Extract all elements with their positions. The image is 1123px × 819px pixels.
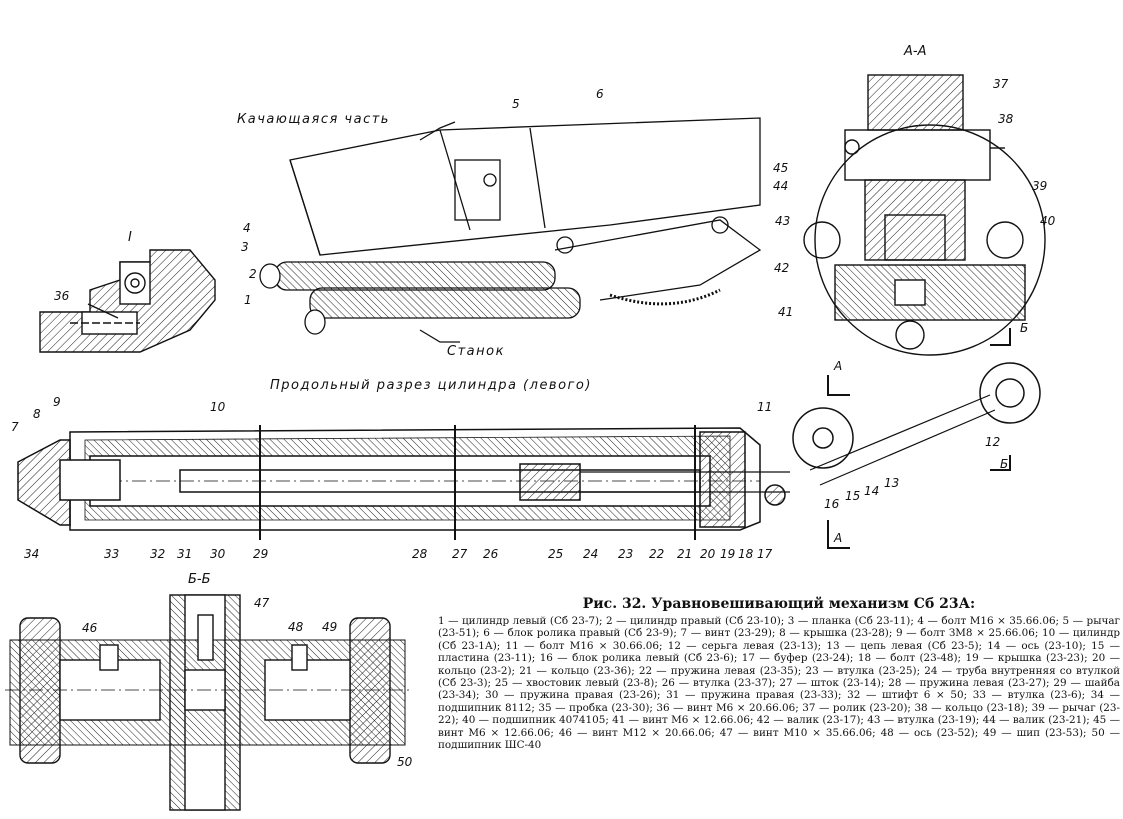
assembly-perspective-view [259,117,762,343]
swinging-part-label: Качающаяся часть [237,112,390,127]
callout-46: 46 [82,621,98,635]
section-BB-label: Б-Б [188,572,211,587]
caption-title: Рис. 32. Уравновешивающий механизм Сб 23… [582,596,976,612]
callout-28: 28 [412,547,428,561]
callout-45: 45 [773,161,789,175]
callout-50: 50 [397,755,413,769]
callout-20: 20 [700,547,716,561]
cut-A-bottom: А [834,531,843,545]
callout-47: 47 [254,596,270,610]
callout-49: 49 [322,620,338,634]
callout-16: 16 [824,497,840,511]
cut-A-top: А [834,359,843,373]
callout-27: 27 [452,547,468,561]
callout-6: 6 [596,87,604,101]
section-AA-view [803,74,1046,356]
callout-12: 12 [985,435,1001,449]
section-title: Продольный разрез цилиндра (левого) [270,378,592,393]
callout-4: 4 [243,221,251,235]
callout-39: 39 [1032,179,1048,193]
callout-37: 37 [993,77,1009,91]
callout-15: 15 [845,489,861,503]
callout-44: 44 [773,179,789,193]
callout-32: 32 [150,547,166,561]
callout-36: 36 [54,289,70,303]
callout-2: 2 [249,267,257,281]
callout-18: 18 [738,547,754,561]
callout-21: 21 [677,547,693,561]
callout-9: 9 [53,395,61,409]
detail-I-view [39,249,216,353]
callout-13: 13 [884,476,900,490]
callout-43: 43 [775,214,791,228]
callout-42: 42 [774,261,790,275]
callout-33: 33 [104,547,120,561]
callout-25: 25 [548,547,564,561]
caption-legend: 1 — цилиндр левый (Сб 23-7); 2 — цилиндр… [438,615,1120,752]
callout-31: 31 [177,547,193,561]
callout-7: 7 [11,420,19,434]
cylinder-section-view [17,328,1041,549]
callout-22: 22 [649,547,665,561]
callout-26: 26 [483,547,499,561]
callout-30: 30 [210,547,226,561]
callout-1: 1 [244,293,252,307]
figure-caption: Рис. 32. Уравновешивающий механизм Сб 23… [438,596,1120,751]
callout-34: 34 [24,547,40,561]
callout-5: 5 [512,97,520,111]
callout-8: 8 [33,407,41,421]
callout-24: 24 [583,547,599,561]
callout-14: 14 [864,484,880,498]
callout-3: 3 [241,240,249,254]
section-AA-label: А-А [904,44,927,59]
callout-40: 40 [1040,214,1056,228]
cut-B-top: Б [1020,321,1029,335]
callout-41: 41 [778,305,794,319]
callout-17: 17 [757,547,773,561]
callout-10: 10 [210,400,226,414]
detail-I-label: I [128,230,132,245]
cut-B-bottom: Б [1000,457,1009,471]
carriage-label: Станок [447,344,505,359]
callout-29: 29 [253,547,269,561]
callout-11: 11 [757,400,773,414]
section-BB-view [5,594,410,811]
callout-38: 38 [998,112,1014,126]
callout-23: 23 [618,547,634,561]
callout-19: 19 [720,547,736,561]
callout-48: 48 [288,620,304,634]
